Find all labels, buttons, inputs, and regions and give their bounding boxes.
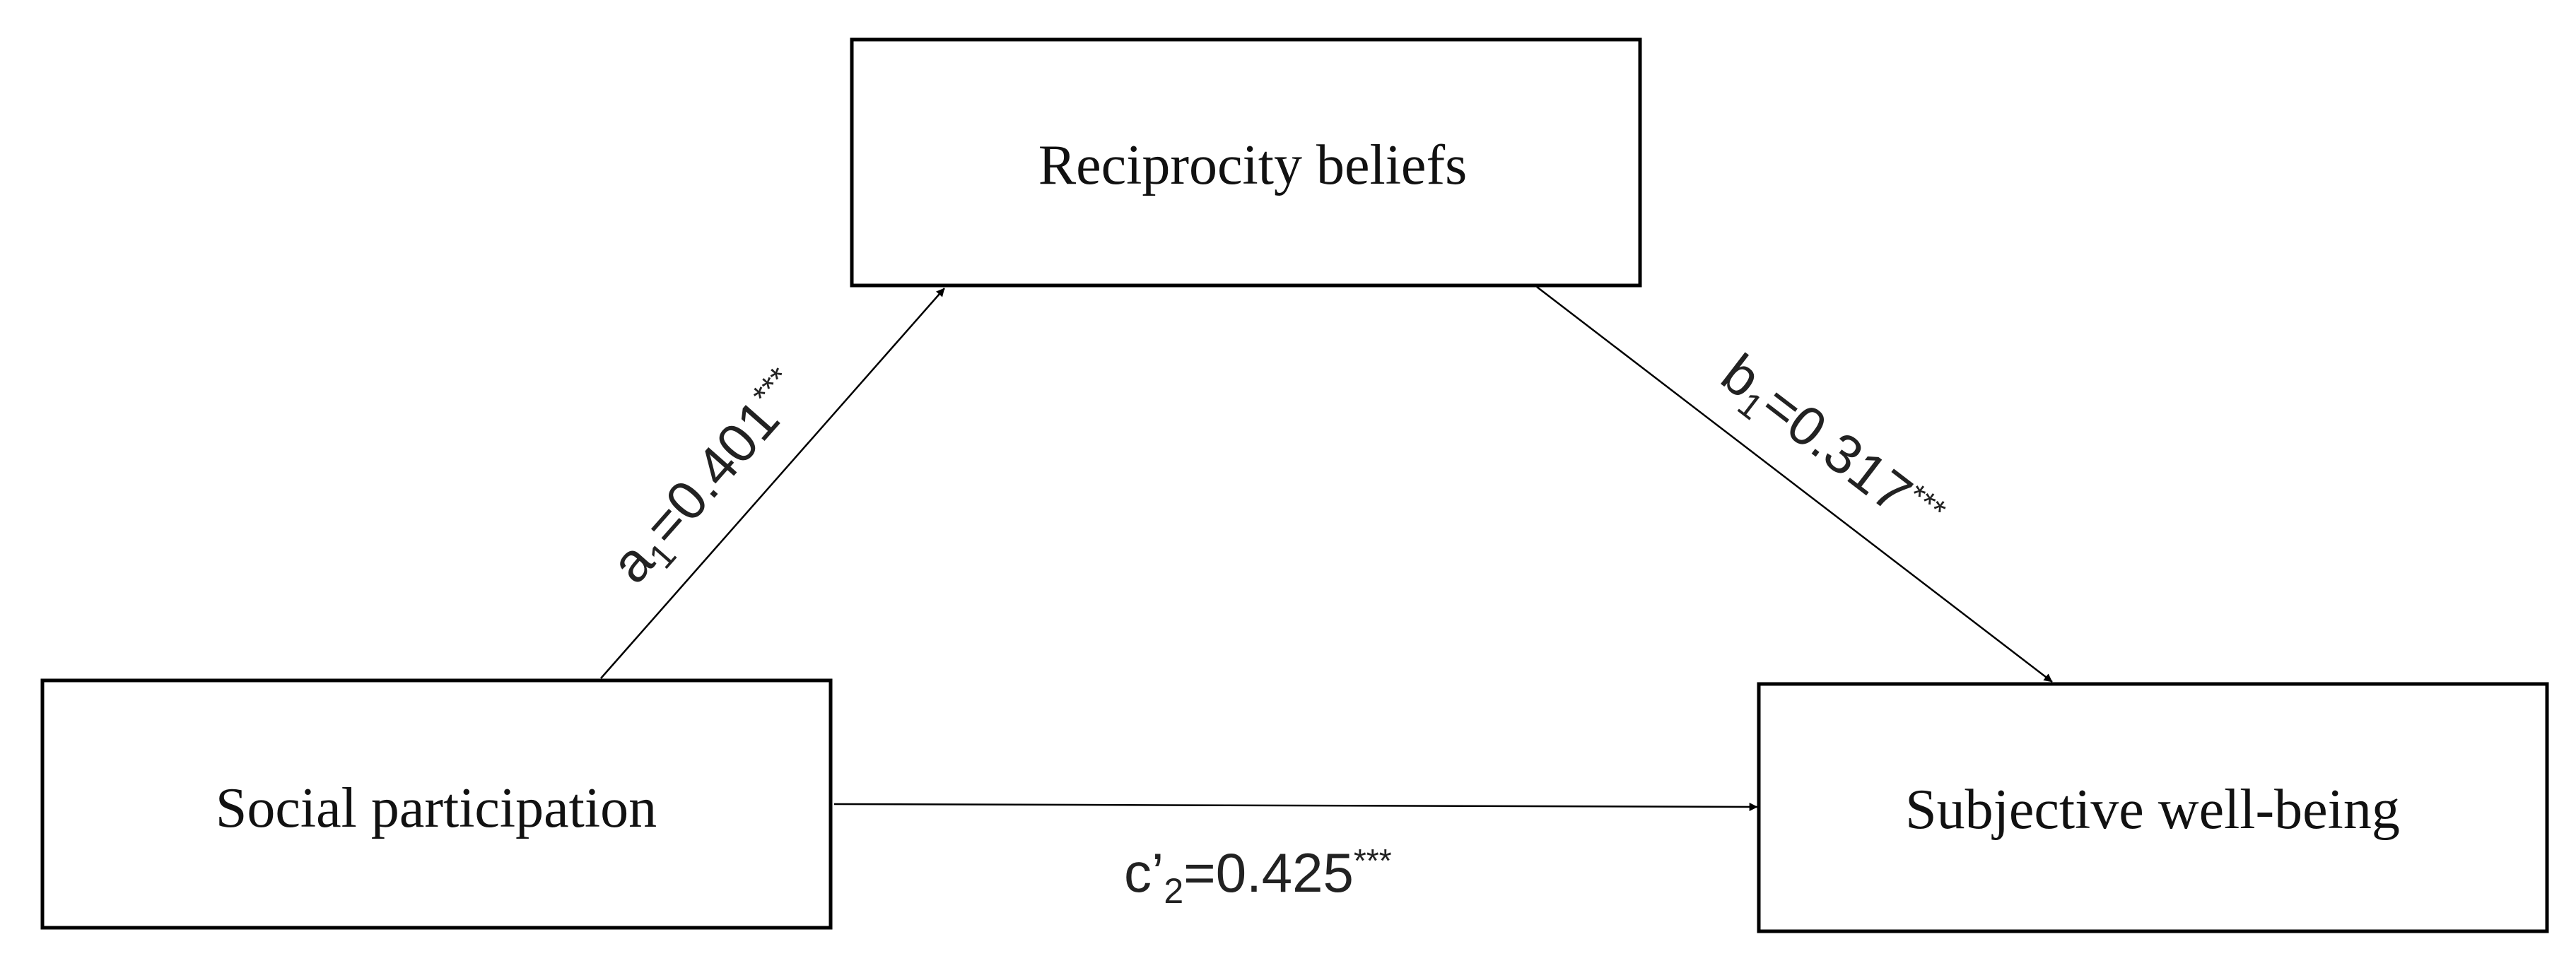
node-social-participation: Social participation xyxy=(40,678,833,930)
coefficient-c-value: =0.425 xyxy=(1183,842,1354,904)
node-social-participation-box xyxy=(40,678,833,930)
arrow-path-c xyxy=(833,802,1758,811)
coefficient-b-label: b1=0.317*** xyxy=(1706,342,1954,554)
coefficient-c-label: c’2=0.425*** xyxy=(1124,842,1392,911)
arrow-path-b xyxy=(1536,286,2053,683)
coefficient-c-subscript: 2 xyxy=(1164,871,1183,911)
coefficient-a-value: =0.401 xyxy=(632,388,791,557)
coefficient-a-label: a1=0.401*** xyxy=(599,360,821,599)
node-subjective-well-being: Subjective well-being xyxy=(1757,682,2549,933)
node-social-participation-label: Social participation xyxy=(216,777,657,839)
coefficient-c-symbol: c’ xyxy=(1124,842,1164,904)
coefficient-c-significance: *** xyxy=(1354,842,1392,879)
arrow-path-a xyxy=(600,288,945,679)
node-reciprocity-beliefs: Reciprocity beliefs xyxy=(850,37,1642,288)
node-reciprocity-beliefs-label: Reciprocity beliefs xyxy=(1038,134,1467,196)
node-subjective-well-being-box xyxy=(1757,682,2549,933)
node-subjective-well-being-label: Subjective well-being xyxy=(1905,779,2400,841)
node-reciprocity-beliefs-box xyxy=(850,37,1642,288)
coefficient-b-value: =0.317 xyxy=(1750,372,1924,525)
